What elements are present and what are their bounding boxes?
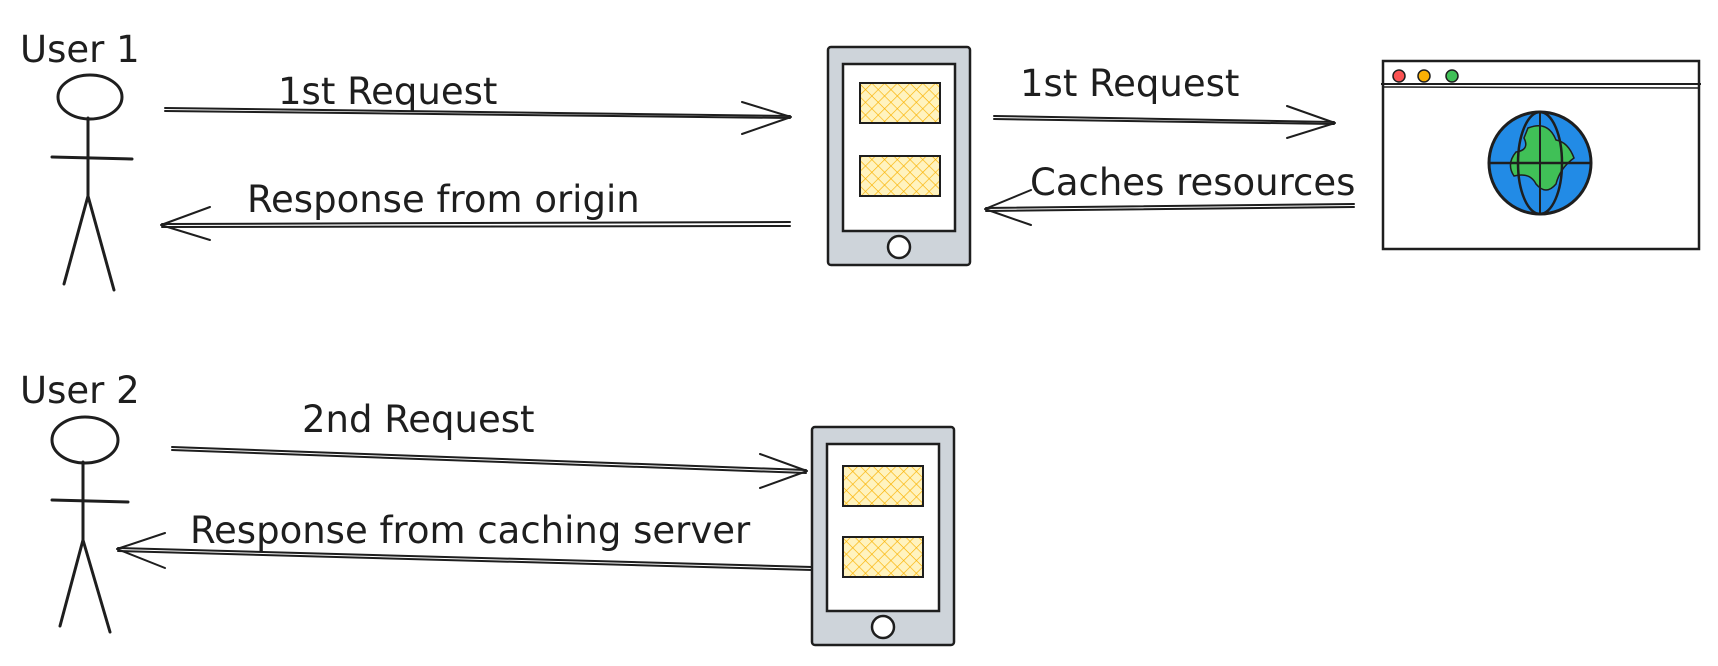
user1-request-label: 1st Request [278, 70, 497, 113]
user2-label: User 2 [20, 369, 140, 412]
user1-stick-figure-icon [50, 73, 134, 292]
window-red-dot-icon [1392, 69, 1406, 83]
server-request-arrow [993, 105, 1336, 139]
window-orange-dot-icon [1417, 69, 1431, 83]
caching-server-response-arrow [116, 532, 813, 571]
globe-icon [1487, 110, 1593, 216]
origin-response-arrow [160, 206, 791, 241]
caching-server-2-icon [810, 425, 956, 647]
origin-response-label: Response from origin [247, 178, 640, 221]
window-green-dot-icon [1445, 69, 1459, 83]
user1-label: User 1 [20, 28, 140, 71]
server-request-label: 1st Request [1020, 62, 1239, 105]
user1-request-arrow [164, 101, 792, 135]
cache-resources-arrow [984, 189, 1355, 226]
user2-stick-figure-icon [50, 415, 130, 634]
caching-server-response-label: Response from caching server [190, 509, 751, 552]
cache-resources-label: Caches resources [1030, 161, 1355, 204]
caching-server-icon [826, 45, 972, 267]
user2-request-label: 2nd Request [302, 398, 535, 441]
user2-request-arrow [171, 446, 808, 489]
